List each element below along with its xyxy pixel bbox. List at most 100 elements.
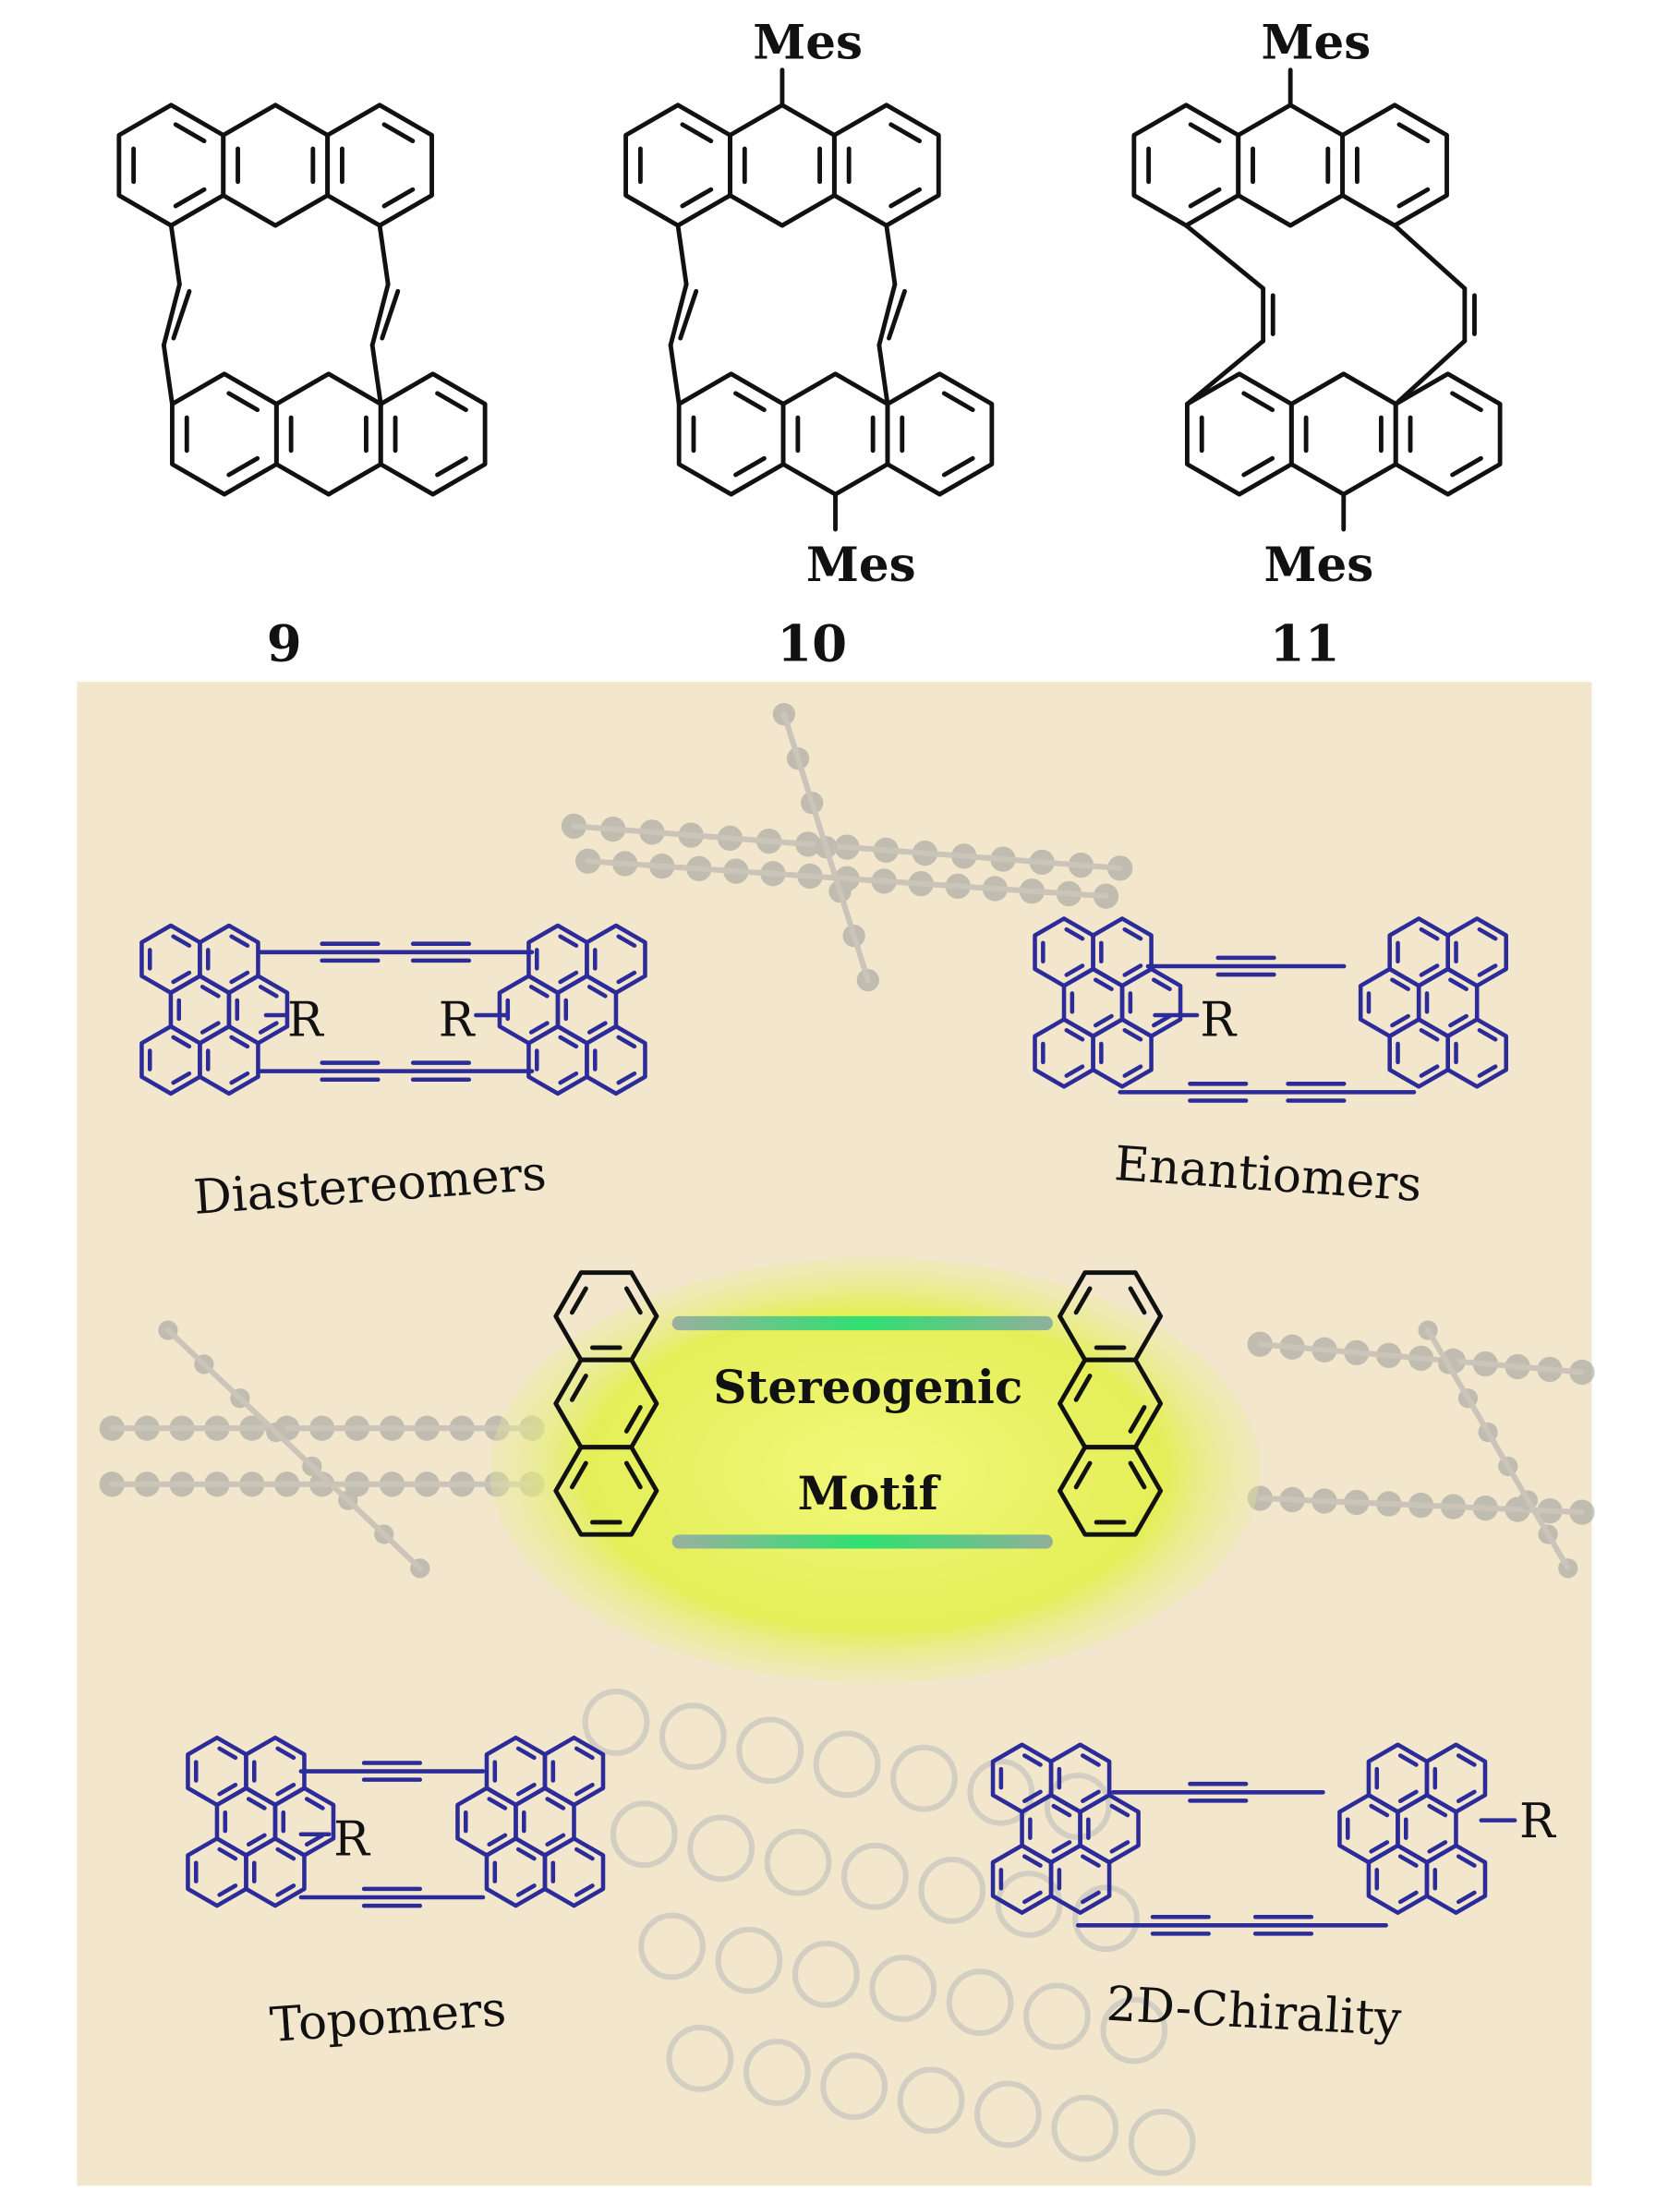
pyrene-unit — [497, 923, 647, 1096]
double-bond — [199, 1021, 221, 1035]
ghost-ring — [659, 1702, 727, 1771]
double-bond — [574, 1746, 595, 1761]
vinylene-bond — [884, 223, 898, 287]
aromatic-ring — [1058, 1445, 1164, 1537]
vinylene-bond — [1393, 338, 1468, 406]
ghost-ring — [1128, 2108, 1196, 2176]
double-bond — [1051, 1840, 1072, 1854]
double-bond — [1390, 1013, 1410, 1028]
ghost-ring — [1023, 1982, 1091, 2051]
ghost-ring — [890, 1744, 958, 1812]
double-bond — [1241, 455, 1275, 478]
vinylene-double-bond — [161, 282, 182, 348]
double-bond — [229, 1035, 250, 1049]
double-bond — [1419, 963, 1440, 977]
double-bond — [888, 122, 923, 144]
double-bond — [217, 1782, 238, 1797]
ghost-ring — [967, 1758, 1035, 1826]
double-bond — [258, 985, 279, 999]
vinylene-bond — [876, 343, 890, 406]
aromatic-ring — [1358, 966, 1421, 1039]
double-bond — [246, 1833, 267, 1847]
double-bond — [1051, 1803, 1072, 1818]
double-bond — [1151, 977, 1172, 991]
pyrene-unit — [186, 1735, 336, 1908]
double-bond — [229, 1071, 250, 1085]
vinylene-bond — [1185, 338, 1266, 406]
double-bond — [275, 1746, 296, 1761]
pyrene-unit — [1358, 916, 1508, 1089]
double-bond — [1188, 122, 1222, 144]
r-label: R — [333, 1812, 371, 1868]
double-bond — [275, 1782, 296, 1797]
pyrene-unit — [455, 1735, 606, 1908]
double-bond — [1151, 1013, 1172, 1028]
ghost-ring — [582, 1689, 650, 1756]
mes-label-10-top: Mes — [753, 16, 863, 71]
double-bond — [1064, 926, 1085, 941]
ghost-ring — [1100, 1996, 1168, 2065]
vinylene-bond — [369, 343, 383, 406]
double-bond — [1396, 122, 1431, 144]
vinylene-bond — [168, 223, 182, 287]
double-bond — [1456, 1890, 1477, 1905]
aromatic-ring — [1337, 1793, 1400, 1865]
double-bond — [941, 391, 975, 413]
double-bond — [515, 1782, 537, 1797]
double-bond — [217, 1847, 238, 1861]
double-bond — [1397, 1890, 1419, 1905]
double-bond — [888, 187, 923, 209]
double-bond — [1081, 1890, 1101, 1905]
double-bond — [1419, 1028, 1440, 1042]
double-bond — [1396, 187, 1431, 209]
double-bond — [941, 455, 975, 478]
double-bond — [217, 1746, 238, 1761]
bridge-bar-top — [671, 1315, 1053, 1331]
r-label: R — [439, 993, 477, 1048]
double-bond — [1477, 1064, 1498, 1078]
motif-line1: Stereogenic — [713, 1360, 1022, 1414]
double-bond — [275, 1847, 296, 1861]
double-bond — [1456, 1789, 1477, 1804]
double-bond — [1022, 1854, 1043, 1868]
ghost-ring — [715, 1926, 783, 1994]
double-bond — [1022, 1789, 1043, 1804]
alkyne-linker — [298, 1761, 486, 1782]
double-bond — [569, 1374, 588, 1402]
double-bond — [1419, 1064, 1440, 1078]
motif-line2: Motif — [798, 1466, 942, 1520]
aromatic-ring — [226, 974, 290, 1046]
compound-number-9: 9 — [267, 614, 302, 673]
double-bond — [733, 455, 767, 478]
motif-glow — [489, 1257, 1261, 1684]
ghost-ring — [743, 2039, 811, 2106]
vinylene-double-bond — [380, 288, 401, 341]
ghost-ring — [946, 1968, 1014, 2037]
double-bond — [258, 1021, 279, 1035]
double-bond — [623, 1286, 643, 1315]
ghost-ring — [687, 1814, 755, 1883]
pyrene-unit — [1337, 1742, 1488, 1915]
double-bond — [1064, 1028, 1085, 1042]
double-bond — [229, 934, 250, 948]
alkyne-linker — [257, 941, 535, 963]
ghost-ring — [638, 1912, 706, 1980]
ghost-ring — [610, 1800, 678, 1869]
double-bond — [1093, 977, 1114, 991]
aromatic-ring — [1119, 966, 1183, 1039]
vinylene-bond — [675, 223, 689, 287]
alkyne-linker — [1145, 955, 1347, 977]
bottom-panel: Stereogenic Motif R R R R R Diastereomer… — [77, 682, 1595, 2186]
background-molecular-models — [99, 702, 1595, 2176]
vinylene-double-bond — [887, 288, 907, 341]
mes-label-11-bottom: Mes — [1264, 538, 1374, 593]
ghost-ring — [1072, 1884, 1140, 1953]
double-bond — [1241, 391, 1275, 413]
ghost-ring — [666, 2024, 734, 2092]
compound-10 — [623, 67, 995, 532]
vinylene-double-bond — [678, 288, 699, 341]
bond-stick — [780, 711, 871, 984]
double-bond — [1064, 1064, 1085, 1078]
ghost-ring — [918, 1857, 986, 1924]
double-bond — [558, 1035, 579, 1049]
